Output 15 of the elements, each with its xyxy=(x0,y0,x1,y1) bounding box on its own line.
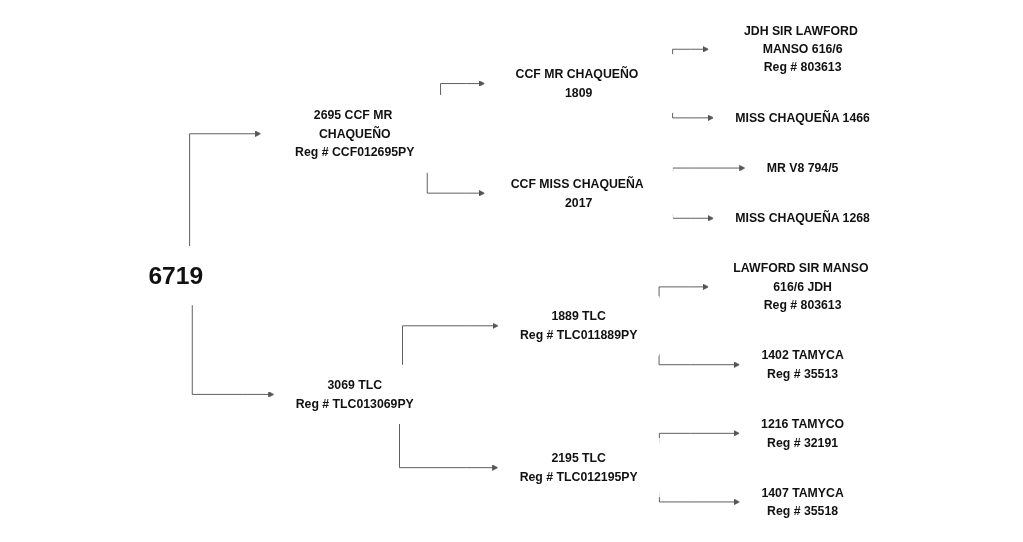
node-text: 1216 TAMYCO Reg # 32191 xyxy=(760,417,844,450)
node-text: 6719 xyxy=(148,261,203,289)
node-text: 3069 TLC Reg # TLC013069PY xyxy=(295,378,414,411)
node-text: LAWFORD SIR MANSO 616/6 JDH Reg # 803613 xyxy=(733,261,869,312)
node-text: MISS CHAQUEÑA 1268 xyxy=(735,211,870,225)
node-text: MR V8 794/5 xyxy=(766,161,839,175)
node-text: CCF MR CHAQUEÑO 1809 xyxy=(515,67,639,100)
node-text: JDH SIR LAWFORD MANSO 616/6 Reg # 803613 xyxy=(743,23,858,75)
node-text: 1402 TAMYCA Reg # 35513 xyxy=(761,348,844,381)
node-text: MISS CHAQUEÑA 1466 xyxy=(735,110,870,125)
node-text: 2695 CCF MR CHAQUEÑO Reg # CCF012695PY xyxy=(294,108,415,159)
node-text: 1889 TLC Reg # TLC011889PY xyxy=(519,309,638,342)
node-text: 1407 TAMYCA Reg # 35518 xyxy=(761,485,844,518)
node-text: CCF MISS CHAQUEÑA 2017 xyxy=(510,176,644,210)
node-text: 2195 TLC Reg # TLC012195PY xyxy=(519,451,638,484)
